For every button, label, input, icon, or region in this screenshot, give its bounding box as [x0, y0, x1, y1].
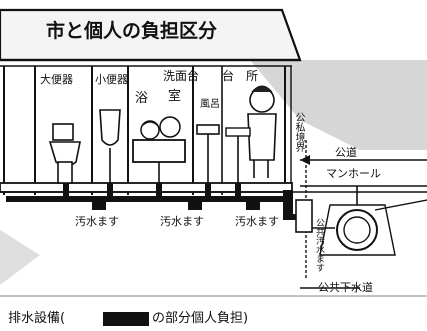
label-kokyo-osui-masu: 公共汚水ます	[314, 218, 324, 272]
bathtub	[132, 116, 186, 183]
room-label-shitsu: 室	[168, 89, 182, 104]
room-label-daidokoro: 台 所	[222, 69, 259, 83]
public-masu	[295, 199, 335, 233]
label-koshi-kyokai: 公私境界	[293, 112, 304, 152]
room-label-shobenki: 小便器	[95, 73, 128, 86]
caption-prefix: 排水設備(	[8, 311, 66, 326]
room-label-yoku: 浴	[135, 91, 149, 106]
label-kokyo-gesuido: 公共下水道	[318, 281, 373, 294]
private-legend-box	[103, 312, 149, 326]
kitchen-person	[225, 85, 277, 183]
caption-suffix: の部分個人負担)	[152, 311, 249, 326]
urinal	[99, 109, 121, 183]
floor	[0, 182, 293, 193]
washbasin	[196, 124, 220, 183]
label-osui-masu-1: 汚水ます	[75, 215, 119, 228]
room-label-furo: 風呂	[200, 99, 220, 110]
private-drain-pipes	[6, 183, 305, 220]
toilet	[48, 123, 81, 184]
room-label-senmendai: 洗面台	[163, 69, 200, 83]
shade-band	[250, 60, 427, 150]
shade-band-2	[0, 230, 40, 285]
label-manhole: マンホール	[326, 167, 381, 180]
public-sewer	[319, 186, 427, 256]
label-kodo: 公道	[335, 146, 357, 159]
diagram-title: 市と個人の負担区分	[46, 20, 218, 42]
label-osui-masu-2: 汚水ます	[160, 215, 204, 228]
room-label-daibenki: 大便器	[40, 73, 73, 86]
label-osui-masu-3: 汚水ます	[235, 215, 279, 228]
